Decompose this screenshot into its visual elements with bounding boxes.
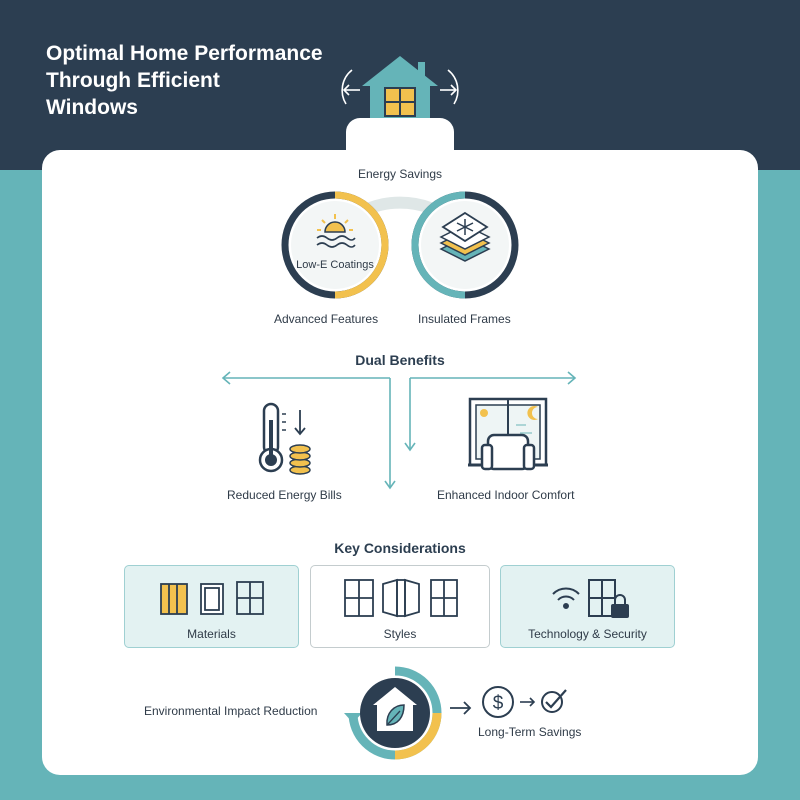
lock-icon: [611, 594, 629, 618]
dollar-icon: $: [482, 686, 514, 718]
wifi-icon: [552, 587, 580, 609]
long-term-savings-label: Long-Term Savings: [478, 725, 582, 739]
check-icon: [541, 689, 567, 713]
technology-security-label: Technology & Security: [528, 627, 647, 641]
insulated-frames-caption: Insulated Frames: [418, 312, 511, 326]
dual-benefits-arrows: [221, 371, 577, 490]
low-e-coatings-label: Low-E Coatings: [296, 259, 374, 271]
environmental-impact-label: Environmental Impact Reduction: [144, 704, 318, 718]
window-armchair-icon: [468, 397, 548, 471]
title-line-1: Optimal Home Performance: [46, 42, 323, 65]
key-considerations-heading: Key Considerations: [334, 540, 466, 556]
advanced-features-caption: Advanced Features: [274, 312, 379, 326]
dual-benefits-heading: Dual Benefits: [355, 352, 445, 368]
window-styles-icon: [344, 578, 458, 618]
styles-card: Styles: [310, 565, 490, 648]
enhanced-indoor-comfort-caption: Enhanced Indoor Comfort: [437, 488, 575, 502]
house-window-icon: [341, 56, 459, 126]
leaf-house-icon: [344, 666, 442, 760]
snowflake-layers-icon: [439, 211, 491, 262]
energy-circles: [281, 191, 519, 299]
thermometer-icon: [258, 402, 311, 475]
styles-label: Styles: [383, 627, 417, 641]
materials-label: Materials: [187, 627, 236, 641]
window-frames-icon: [160, 581, 264, 615]
svg-text:$: $: [493, 693, 504, 714]
savings-icons: $: [482, 686, 567, 718]
title-line-2: Through Efficient: [46, 69, 220, 92]
technology-security-card: Technology & Security: [500, 565, 675, 648]
sun-waves-icon: [316, 214, 356, 248]
tech-security-icon: [552, 579, 629, 618]
energy-savings-heading: Energy Savings: [357, 167, 443, 181]
page-title: Optimal Home Performance Through Efficie…: [46, 40, 366, 121]
materials-card: Materials: [124, 565, 299, 648]
arrow-right-icon: [450, 701, 472, 715]
reduced-energy-bills-caption: Reduced Energy Bills: [227, 488, 342, 502]
coins-icon: [289, 444, 311, 475]
title-line-3: Windows: [46, 96, 138, 119]
